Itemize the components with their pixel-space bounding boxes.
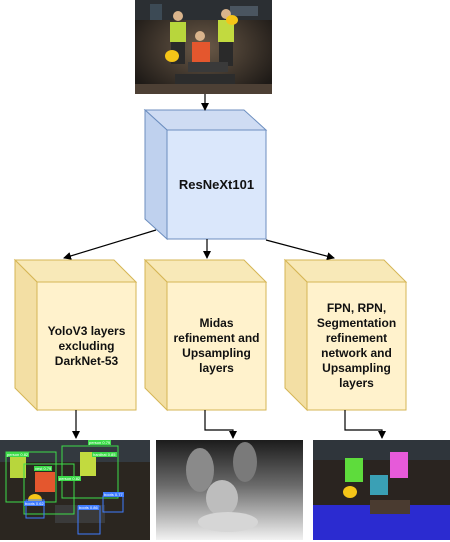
arrow-seg-to-output [344,410,386,439]
arrow-backbone-to-seg [265,239,335,261]
arrow-midas-to-output [204,410,237,439]
head-label-segmentation: FPN, RPN, Segmentation refinement networ… [316,301,397,390]
arrows [63,94,386,439]
arrow-backbone-to-yolo [63,229,157,260]
head-block-midas [143,258,268,412]
input-photo [135,0,272,94]
backbone-label: ResNeXt101 [178,177,255,192]
head-block-yolo [13,258,138,412]
output-detection-image [0,440,150,540]
output-segmentation-image [313,440,450,540]
head-label-yolo: YoloV3 layers excluding DarkNet-53 [47,323,126,368]
backbone-block [143,108,268,241]
head-block-segmentation [283,258,408,412]
output-depth-image [156,440,303,540]
head-label-midas: Midas refinement and Upsampling layers [173,316,260,375]
